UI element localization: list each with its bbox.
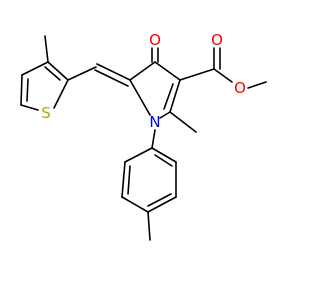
bond-th-methyl [44, 35, 49, 63]
bond-ar-5 [121, 196, 149, 213]
bond-c5-ch-a [96, 63, 131, 81]
bond-o-methyl [247, 81, 267, 89]
ester-ether-oxygen-label: O [234, 79, 246, 97]
molecule-diagram: O O O N S [20, 31, 267, 241]
bond-c3-c2 [169, 79, 181, 113]
bond-ar-6-inner [147, 193, 172, 207]
bond-c3-ester [179, 68, 215, 81]
bond-c2-methyl [169, 111, 197, 133]
bond-c4-c5 [129, 61, 156, 81]
atom-label-layer: O O O N S [41, 31, 246, 131]
bond-th-s-c2 [53, 79, 69, 109]
bond-ar-2-inner [154, 154, 173, 167]
bond-n-aryl [151, 129, 156, 149]
bond-c2-n [159, 111, 171, 119]
bond-ch-thiophene [67, 66, 97, 81]
bond-c5-n [129, 79, 151, 116]
bond-c5-ch-b [94, 69, 129, 87]
bond-th-c2-c3 [47, 61, 69, 81]
bond-c4-c3 [154, 61, 181, 81]
bond-ar-methyl [147, 211, 151, 241]
bond-th-c3-c4 [21, 61, 49, 76]
bond-ar-3-inner [127, 165, 131, 195]
bond-ar-3 [121, 161, 126, 198]
bond-th-c5-s [20, 104, 39, 111]
bond-c3-c2-inner [163, 83, 174, 110]
ketone-oxygen-label: O [149, 31, 161, 49]
bond-ar-6 [147, 196, 177, 213]
bond-th-c2-c3-inner [44, 66, 61, 81]
bond-ester-o [213, 68, 233, 83]
ester-carbonyl-oxygen-label: O [211, 31, 223, 49]
bond-th-c4-c5-inner [26, 78, 29, 102]
structure-svg: O O O N S [20, 31, 267, 241]
bond-ar-2 [151, 147, 177, 163]
ring-nitrogen-label: N [149, 113, 160, 131]
thiophene-sulfur-label: S [41, 104, 51, 122]
bond-layer [20, 35, 267, 241]
bond-th-c4-c5 [20, 74, 23, 106]
bond-ar-1 [124, 147, 153, 163]
